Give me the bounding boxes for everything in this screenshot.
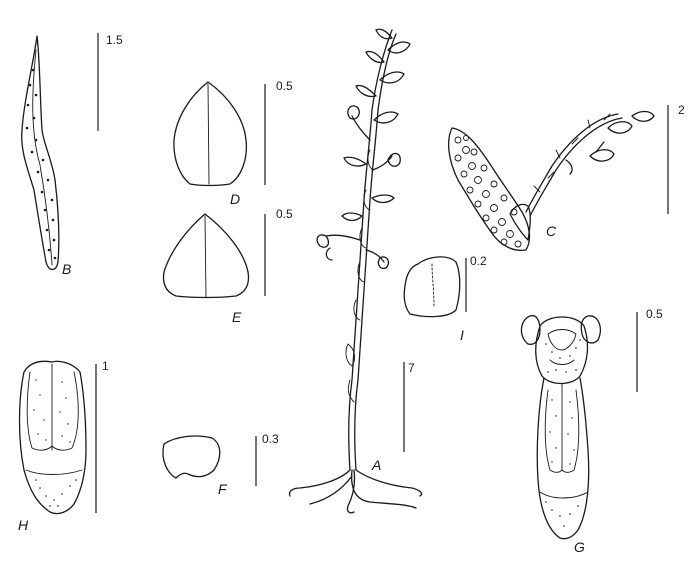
- figure-label-h: H: [18, 517, 29, 533]
- figure-label-i: I: [460, 327, 464, 343]
- scale-value-b: 1.5: [106, 33, 123, 47]
- figure-c-inflorescence: 2 C: [447, 103, 685, 252]
- figure-a-habit: 7 A: [288, 28, 423, 514]
- scale-value-h: 1: [102, 359, 109, 373]
- scale-value-g: 0.5: [646, 307, 663, 321]
- scale-value-c: 2: [678, 103, 685, 117]
- figure-g-structure: 0.5 G: [520, 307, 663, 555]
- figure-label-b: B: [62, 261, 71, 277]
- scale-value-i: 0.2: [470, 254, 487, 268]
- figure-d-bract: 0.5 D: [173, 79, 293, 207]
- figure-label-d: D: [230, 191, 240, 207]
- figure-h-structure: 1 H: [18, 359, 109, 533]
- figure-label-g: G: [574, 539, 585, 555]
- figure-label-a: A: [371, 457, 381, 473]
- figure-label-e: E: [232, 309, 242, 325]
- figure-label-c: C: [546, 223, 557, 239]
- figure-i-segment: 0.2 I: [403, 254, 487, 343]
- figure-label-f: F: [218, 481, 228, 497]
- scale-value-d: 0.5: [276, 79, 293, 93]
- figure-b-leaf: 1.5 B: [21, 33, 123, 277]
- scale-value-f: 0.3: [262, 432, 279, 446]
- scale-value-a: 7: [408, 361, 415, 375]
- figure-f-segment: 0.3 F: [162, 432, 279, 497]
- figure-e-bract: 0.5 E: [162, 207, 293, 325]
- scale-value-e: 0.5: [276, 207, 293, 221]
